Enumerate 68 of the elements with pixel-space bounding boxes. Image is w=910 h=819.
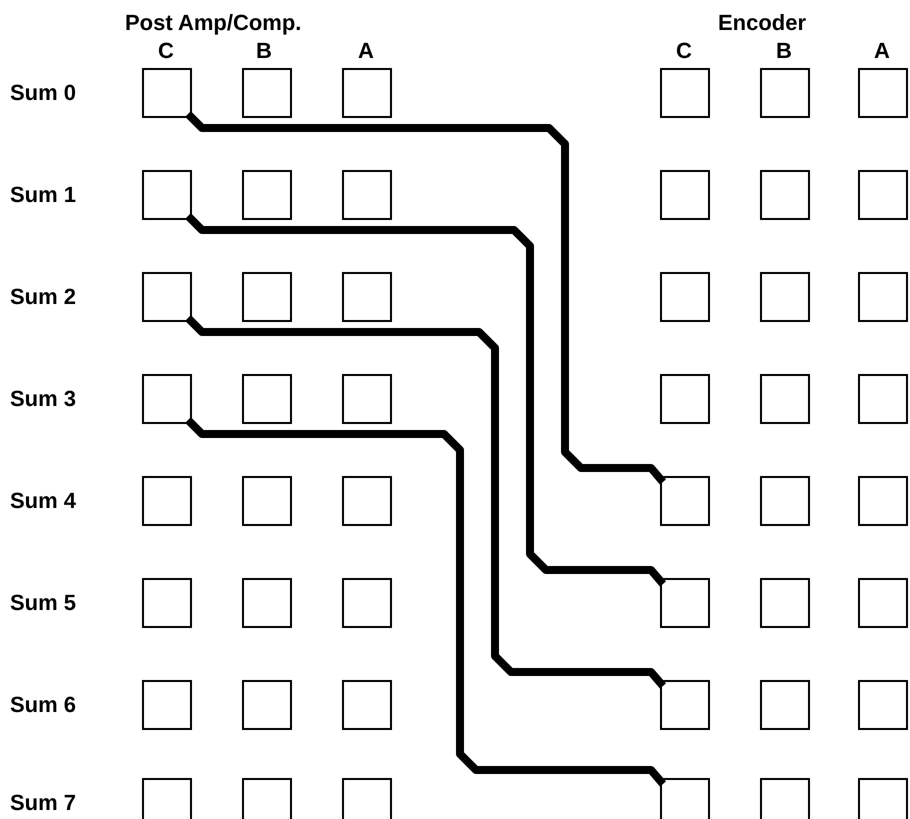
column-letter: B	[776, 38, 792, 64]
pad-square	[858, 778, 908, 819]
row-label: Sum 0	[10, 80, 76, 106]
pad-square	[660, 578, 710, 628]
wire-trace	[185, 417, 666, 787]
pad-square	[242, 578, 292, 628]
column-heading: Encoder	[718, 10, 806, 36]
pad-square	[142, 476, 192, 526]
pad-square	[342, 680, 392, 730]
pad-square	[142, 170, 192, 220]
pad-square	[142, 778, 192, 819]
pad-square	[342, 68, 392, 118]
pad-square	[760, 170, 810, 220]
pad-square	[242, 778, 292, 819]
row-label: Sum 7	[10, 790, 76, 816]
pad-square	[660, 374, 710, 424]
pad-square	[760, 680, 810, 730]
pad-square	[760, 68, 810, 118]
pad-square	[760, 374, 810, 424]
row-label: Sum 5	[10, 590, 76, 616]
row-label: Sum 4	[10, 488, 76, 514]
pad-square	[858, 680, 908, 730]
pad-square	[858, 476, 908, 526]
pad-square	[142, 578, 192, 628]
pad-square	[760, 272, 810, 322]
pad-square	[242, 374, 292, 424]
pad-square	[142, 68, 192, 118]
column-heading: Post Amp/Comp.	[125, 10, 302, 36]
row-label: Sum 3	[10, 386, 76, 412]
pad-square	[342, 170, 392, 220]
pad-square	[660, 778, 710, 819]
pad-square	[142, 374, 192, 424]
column-letter: A	[358, 38, 374, 64]
pad-square	[242, 476, 292, 526]
pad-square	[242, 272, 292, 322]
pad-square	[342, 778, 392, 819]
row-label: Sum 2	[10, 284, 76, 310]
pad-square	[858, 272, 908, 322]
pad-square	[342, 578, 392, 628]
pad-square	[142, 272, 192, 322]
column-letter: A	[874, 38, 890, 64]
wire-trace	[185, 315, 666, 689]
pad-square	[242, 68, 292, 118]
column-letter: C	[158, 38, 174, 64]
column-letter: C	[676, 38, 692, 64]
pad-square	[660, 272, 710, 322]
pad-square	[342, 272, 392, 322]
pad-square	[858, 170, 908, 220]
row-label: Sum 6	[10, 692, 76, 718]
pad-square	[760, 578, 810, 628]
pad-square	[760, 778, 810, 819]
pad-square	[242, 170, 292, 220]
pad-square	[858, 578, 908, 628]
row-label: Sum 1	[10, 182, 76, 208]
pad-square	[660, 476, 710, 526]
pad-square	[858, 374, 908, 424]
pad-square	[858, 68, 908, 118]
wire-trace	[185, 213, 666, 587]
pad-square	[342, 374, 392, 424]
column-letter: B	[256, 38, 272, 64]
pad-square	[242, 680, 292, 730]
pad-square	[660, 680, 710, 730]
pad-square	[660, 170, 710, 220]
wire-trace	[185, 111, 666, 485]
pad-square	[342, 476, 392, 526]
pad-square	[760, 476, 810, 526]
pad-square	[142, 680, 192, 730]
pad-square	[660, 68, 710, 118]
